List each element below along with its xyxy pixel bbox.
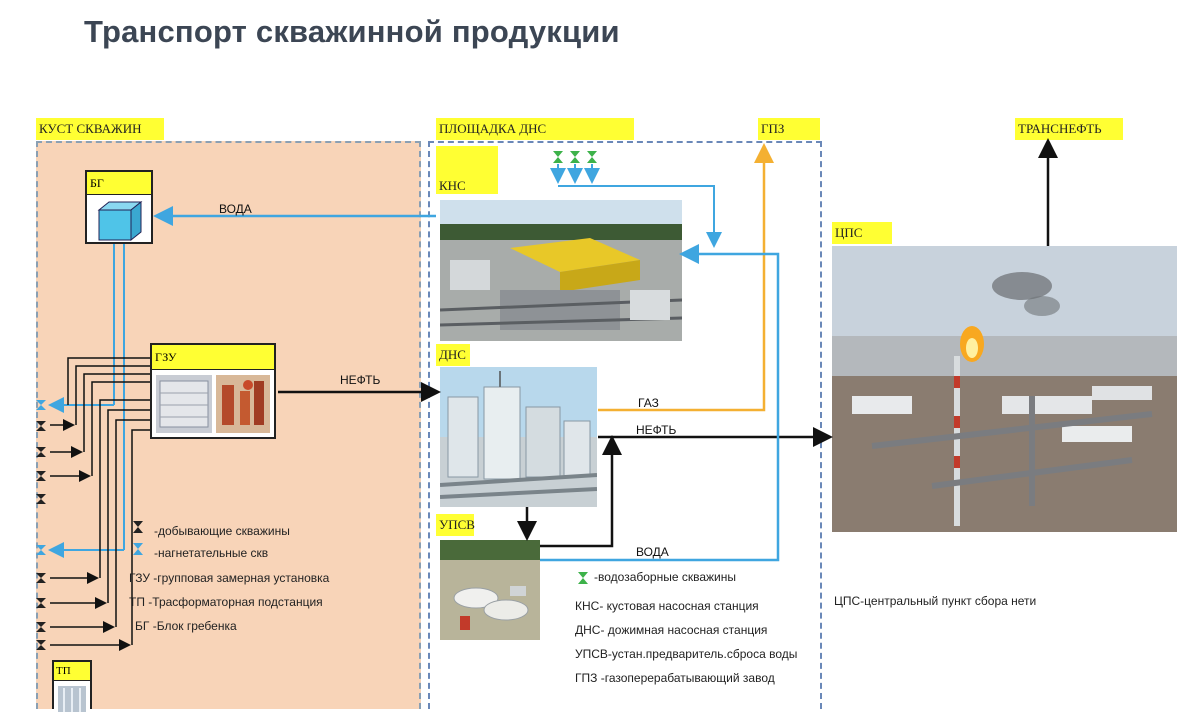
dns-site-zone-label: ПЛОЩАДКА ДНС xyxy=(436,118,634,140)
dns-label: ДНС xyxy=(436,344,470,366)
upsv-photo xyxy=(440,540,540,640)
flow-label-oil-cps: НЕФТЬ xyxy=(636,423,677,437)
kns-label: КНС xyxy=(436,146,498,194)
legend-production-wells: -добывающие скважины xyxy=(154,524,290,538)
cps-photo xyxy=(832,246,1177,532)
legend-water-supply-wells: -водозаборные скважины xyxy=(594,570,736,584)
legend-tp: ТП -Трасформаторная подстанция xyxy=(129,595,323,609)
legend-gpz: ГПЗ -газоперерабатывающий завод xyxy=(575,671,775,685)
upsv-label: УПСВ xyxy=(436,514,475,536)
gzu-unit: ГЗУ xyxy=(150,343,276,439)
dns-legend: КНС- кустовая насосная станция ДНС- дожи… xyxy=(575,594,797,690)
bg-unit-label: БГ xyxy=(87,172,151,195)
kns-photo xyxy=(440,200,682,341)
cluster-legend-abbrevs: ГЗУ -групповая замерная установка ТП -Тр… xyxy=(129,566,329,638)
legend-dns: ДНС- дожимная насосная станция xyxy=(575,623,768,637)
page-title: Транспорт скважинной продукции xyxy=(84,14,620,49)
cluster-legend: -добывающие скважины -нагнетательные скв xyxy=(154,520,290,564)
cps-note: ЦПС-центральный пункт сбора нети xyxy=(834,594,1037,608)
gas-line xyxy=(598,143,774,412)
flow-label-gas: ГАЗ xyxy=(638,396,659,410)
flow-label-water-upsv: ВОДА xyxy=(636,545,669,559)
dns-photo xyxy=(440,367,597,507)
water-supply-kns-line xyxy=(558,185,722,248)
cps-label: ЦПС xyxy=(832,222,892,244)
cluster-zone-label: КУСТ СКВАЖИН xyxy=(36,118,164,140)
gzu-unit-label: ГЗУ xyxy=(152,345,274,370)
legend-kns: КНС- кустовая насосная станция xyxy=(575,599,759,613)
legend-upsv: УПСВ-устан.предваритель.сброса воды xyxy=(575,647,798,661)
tp-unit: ТП xyxy=(52,660,92,712)
dns-site-area xyxy=(428,141,822,709)
water-upsv-kns-line xyxy=(540,244,780,562)
legend-bg: БГ -Блок гребенка xyxy=(135,619,237,633)
water-supply-wells xyxy=(553,151,597,163)
tp-unit-label: ТП xyxy=(54,662,90,681)
gzu-photo xyxy=(156,375,270,433)
legend-injection-wells: -нагнетательные скв xyxy=(154,546,269,560)
flow-label-oil-gzu: НЕФТЬ xyxy=(340,373,381,387)
oil-upsv-up-line xyxy=(540,435,622,548)
bg-unit: БГ xyxy=(85,170,153,244)
well-arrows xyxy=(50,419,131,651)
legend-gzu: ГЗУ -групповая замерная установка xyxy=(129,571,330,585)
tp-photo xyxy=(58,686,86,712)
legend-water-supply-well-icon xyxy=(578,572,588,584)
legend-production-well-icon xyxy=(133,521,143,533)
gpz-zone-label: ГПЗ xyxy=(758,118,820,140)
transneft-zone-label: ТРАНСНЕФТЬ xyxy=(1015,118,1123,140)
gzu-well-lines xyxy=(67,357,150,645)
legend-injection-well-icon xyxy=(133,543,143,555)
bg-cube-icon xyxy=(97,200,143,242)
flow-label-water-bg: ВОДА xyxy=(219,202,252,216)
injection-well-icons xyxy=(36,400,46,555)
production-well-icons xyxy=(36,421,46,650)
